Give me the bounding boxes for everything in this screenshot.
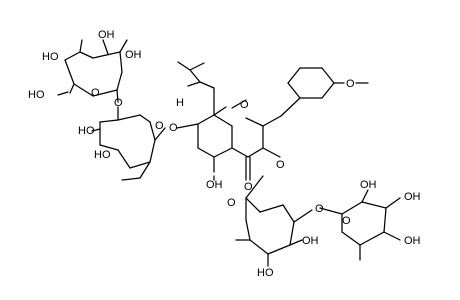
oh-label-11: OH — [302, 235, 319, 247]
methoxy-oxygen-label: O — [346, 78, 355, 90]
ether-oxygen-label: O — [276, 159, 285, 171]
oh-label-9: OH — [404, 191, 421, 203]
bonds — [57, 39, 401, 267]
ring-oxygen-label: O — [155, 120, 164, 132]
oh-label-8: OH — [360, 179, 377, 191]
glycosidic-oxygen-label: O — [114, 97, 123, 109]
ring-oxygen-label: O — [342, 215, 351, 227]
oh-label-1: OH — [98, 29, 115, 41]
vinyl-hydrogen-label: H — [176, 97, 184, 109]
glycosidic-oxygen-label: O — [315, 203, 324, 215]
atom-labels: OH HO OH HO O O HO O HO O H O O OH O O O… — [28, 29, 421, 279]
oh-label-7: OH — [206, 179, 223, 191]
keto-oxygen-label: O — [244, 181, 253, 193]
pyran-oxygen-label: O — [240, 99, 249, 111]
ether-oxygen-label: O — [169, 122, 178, 134]
oh-label-4: HO — [28, 89, 45, 101]
oh-label-3: OH — [125, 49, 142, 61]
oh-label-12: HO — [257, 267, 274, 279]
ring-oxygen-label: O — [91, 87, 100, 99]
oh-label-5: HO — [78, 125, 95, 137]
oh-label-10: OH — [404, 235, 421, 247]
oh-label-6: HO — [94, 149, 111, 161]
oh-label-2: HO — [42, 51, 59, 63]
ring-oxygen-label: O — [227, 197, 236, 209]
